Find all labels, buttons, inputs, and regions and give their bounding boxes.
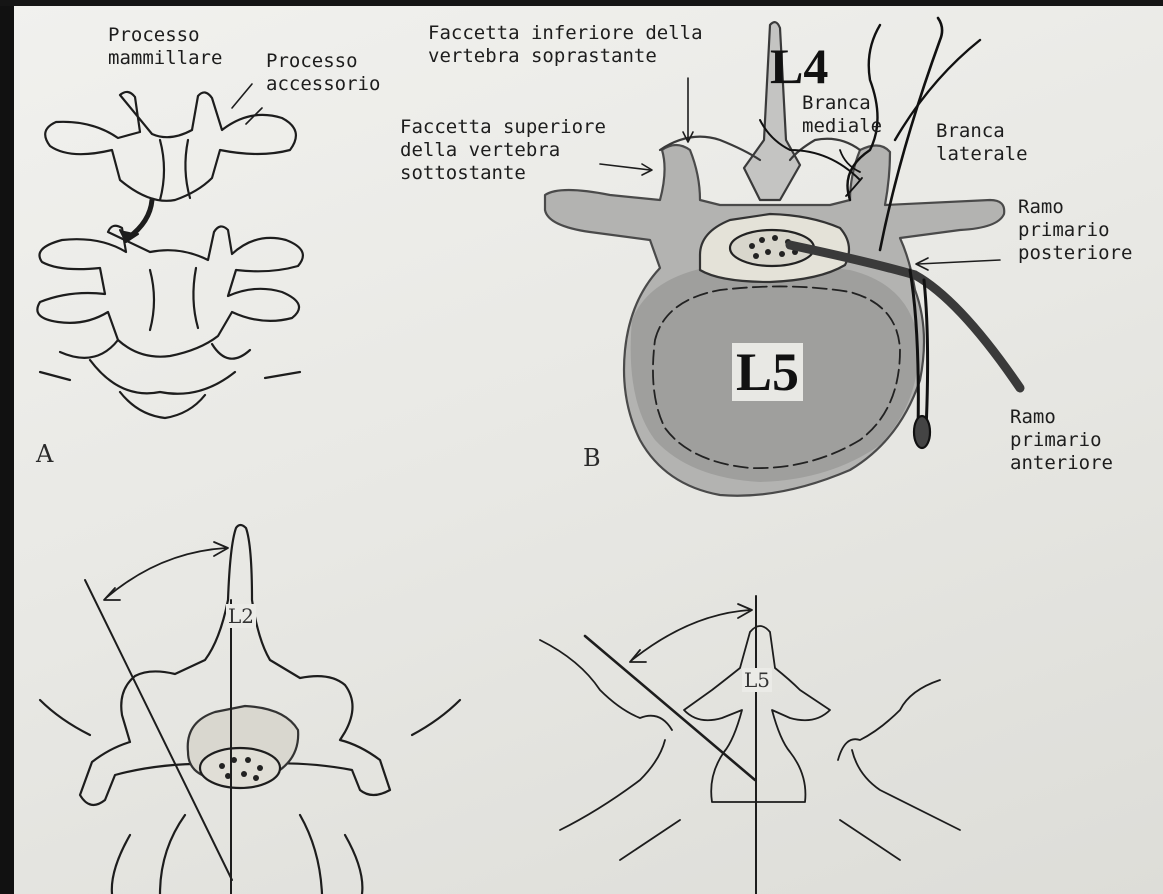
panel-d-facet-line — [585, 636, 755, 780]
label-anterior-ramus: Ramo primario anteriore — [1010, 406, 1113, 475]
panel-a-lower-vertebra — [37, 226, 303, 418]
label-medial-branch: Branca mediale — [802, 92, 882, 138]
label-superior-facet: Faccetta superiore della vertebra sottos… — [400, 116, 606, 185]
panel-a-upper-vertebra — [45, 92, 296, 201]
label-mammillary-process: Processo mammillare — [108, 24, 222, 70]
label-vertebra-l5-lower: L5 — [742, 668, 772, 692]
panel-c-l2-vertebra — [40, 525, 460, 894]
label-inferior-facet: Faccetta inferiore della vertebra sopras… — [428, 22, 703, 68]
label-vertebra-l2: L2 — [226, 604, 256, 628]
label-vertebra-l5: L5 — [732, 343, 803, 401]
panel-d-l5-vertebra — [540, 626, 960, 860]
panel-d-angle-arc — [632, 610, 750, 660]
leader-posterior-ramus — [918, 260, 1000, 264]
label-lateral-branch: Branca laterale — [936, 120, 1028, 166]
panel-c-angle-arc — [106, 548, 226, 598]
label-vertebra-l4: L4 — [770, 40, 828, 92]
label-accessory-process: Processo accessorio — [266, 50, 380, 96]
leader-mammillary — [232, 84, 252, 108]
panel-a-curved-arrow — [128, 200, 152, 238]
label-posterior-ramus: Ramo primario posteriore — [1018, 196, 1132, 265]
panel-b-letter: B — [583, 444, 601, 472]
panel-a-letter: A — [36, 440, 53, 468]
